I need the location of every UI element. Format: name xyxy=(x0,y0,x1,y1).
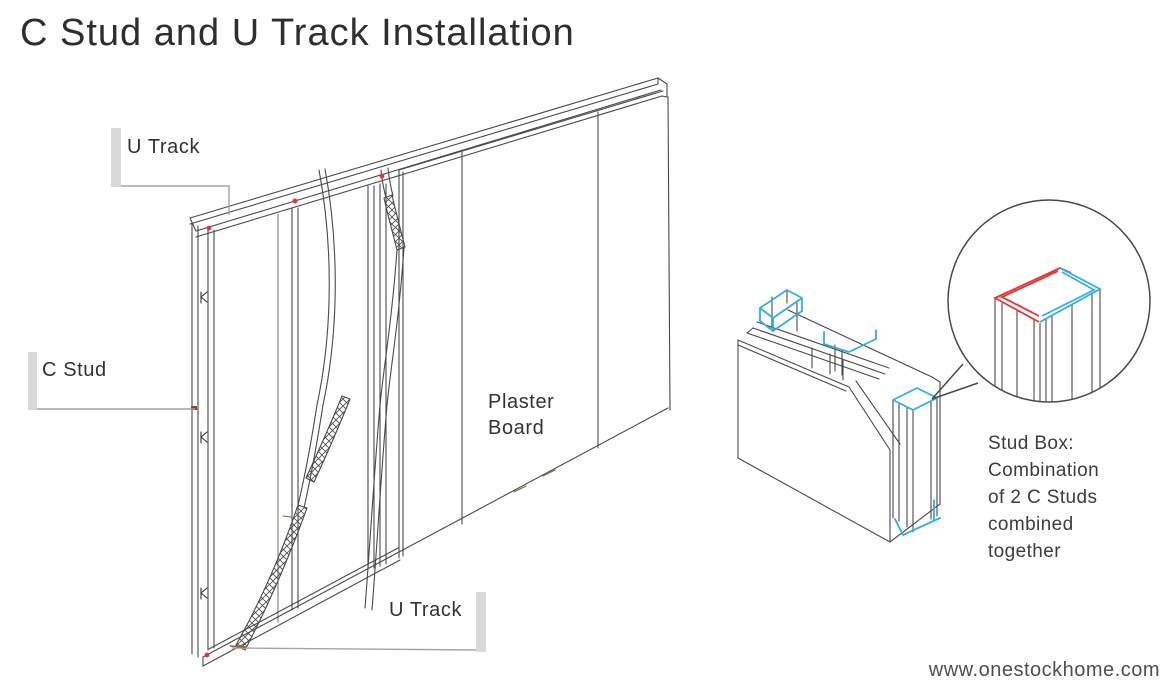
stud-clip-marks xyxy=(200,291,208,600)
u-track-top-member xyxy=(189,77,668,238)
website-url: www.onestockhome.com xyxy=(928,659,1160,681)
stud-box-note-line: Stud Box: xyxy=(988,433,1074,454)
u-track-bottom-accent-bar xyxy=(476,592,486,652)
plaster-board-label-line1: Plaster xyxy=(488,391,555,413)
leader-lines xyxy=(37,185,478,651)
lattice-brace-segments xyxy=(235,194,406,651)
curved-stud-members xyxy=(297,167,405,611)
magnifier-circle xyxy=(947,199,1151,403)
back-panel xyxy=(787,309,941,543)
u-track-top-leader xyxy=(121,185,230,215)
stud-box-note-line: Combination xyxy=(988,460,1100,481)
front-panel xyxy=(737,339,891,543)
u-track-top-accent-bar xyxy=(111,128,121,187)
stud-box-note-line: of 2 C Studs xyxy=(988,487,1098,508)
stud-box-note-line: combined xyxy=(988,514,1074,535)
stud-box-diagram xyxy=(737,289,941,543)
stud-box-note-line: together xyxy=(988,541,1061,562)
c-stud-label: C Stud xyxy=(42,359,107,381)
c-stud-accent-bar xyxy=(28,352,37,410)
stud-box-note: Stud Box: Combination of 2 C Studs combi… xyxy=(988,430,1099,565)
u-track-bottom-leader-tip xyxy=(229,645,247,648)
stud-box-highlights xyxy=(759,289,941,536)
wall-diagram xyxy=(189,77,671,667)
stud-box-left-body xyxy=(771,289,798,332)
plaster-board-panels xyxy=(398,90,671,559)
joint-ticks xyxy=(282,469,556,518)
c-stud-left-member xyxy=(191,221,215,658)
screw-markers xyxy=(191,173,385,658)
lens-stud-bodies xyxy=(994,289,1101,402)
plaster-board-label-line2: Board xyxy=(488,417,545,439)
magnifier-callout xyxy=(931,199,1151,403)
magnifier-pointer xyxy=(931,363,979,400)
page-title: C Stud and U Track Installation xyxy=(20,12,575,54)
stud-box-column-body xyxy=(892,397,938,533)
c-stud-members xyxy=(277,183,387,623)
u-track-top-label: U Track xyxy=(127,136,201,158)
u-track-bottom-label: U Track xyxy=(389,599,463,621)
small-top-track xyxy=(746,321,890,380)
plaster-board-label: Plaster Board xyxy=(488,389,554,441)
lens-blue-c-stud xyxy=(1039,267,1102,323)
u-track-bottom-leader xyxy=(231,647,478,651)
